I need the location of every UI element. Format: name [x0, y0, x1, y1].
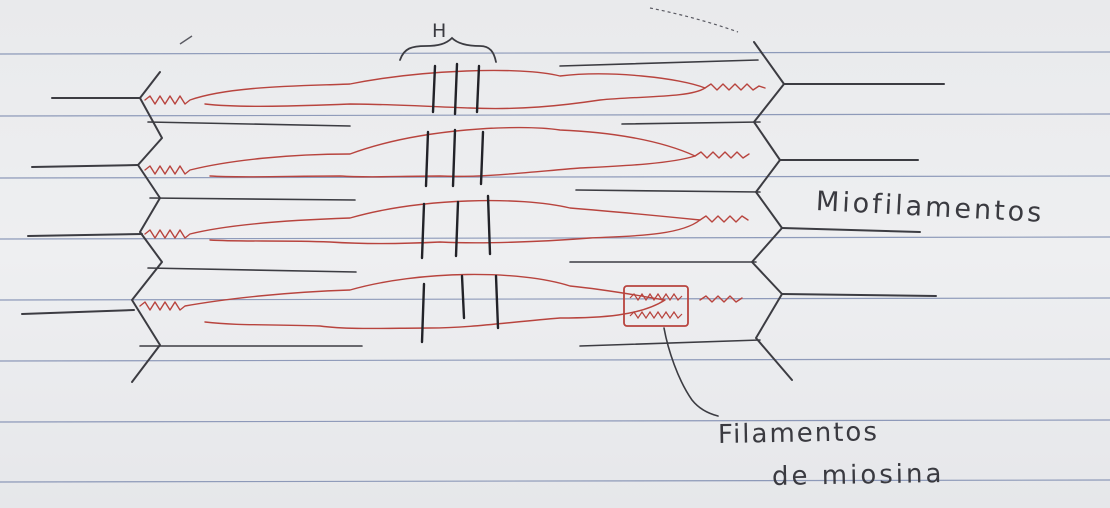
left-z-line — [21, 71, 163, 383]
filamentos-label-line1: Filamentos — [717, 417, 880, 450]
myosin-detail-box — [623, 285, 689, 327]
h-bar — [420, 282, 426, 344]
ruled-line — [0, 51, 1110, 55]
z-stub — [781, 227, 921, 233]
ruled-line — [0, 113, 1110, 117]
stray-mark — [649, 7, 739, 33]
myosin-box-zigzag — [629, 310, 683, 320]
actin-filament — [579, 339, 761, 347]
h-bar — [479, 130, 485, 186]
myosin-filaments — [139, 69, 766, 330]
ruled-line — [0, 236, 1110, 240]
actin-filament — [149, 197, 356, 201]
actin-filament — [575, 189, 761, 193]
h-bar — [454, 200, 460, 258]
h-bar — [475, 64, 481, 114]
h-bar — [486, 194, 492, 256]
actin-filament — [559, 59, 759, 67]
myosin-head — [699, 215, 749, 223]
h-bar — [431, 64, 437, 114]
actin-filament — [147, 267, 357, 273]
myosin-head — [694, 151, 750, 159]
stray-mark — [179, 35, 193, 45]
h-brace — [399, 36, 497, 63]
myosin-filament — [144, 126, 696, 178]
h-zone-label: H — [432, 20, 448, 42]
actin-filament — [147, 121, 351, 127]
ruled-line — [0, 175, 1110, 179]
ruled-line — [0, 297, 1110, 301]
right-actin-filaments — [559, 59, 761, 347]
ruled-line — [0, 358, 1110, 362]
z-line-zigzag — [751, 41, 793, 381]
myosin-head — [699, 295, 743, 303]
z-line-zigzag — [131, 71, 163, 383]
h-bar — [420, 202, 426, 260]
right-z-line — [751, 41, 945, 381]
z-stub — [31, 164, 139, 168]
h-bar — [460, 274, 466, 320]
filamentos-label-line2: de miosina — [771, 458, 945, 492]
h-bar — [494, 274, 500, 330]
h-bar — [424, 130, 430, 188]
ruled-line — [0, 479, 1110, 483]
myosin-head — [704, 83, 766, 91]
left-actin-filaments — [139, 121, 363, 347]
h-zone-bars — [420, 62, 500, 344]
h-bar — [453, 62, 459, 116]
myosin-box-zigzag — [629, 292, 683, 302]
h-bar — [451, 128, 457, 188]
myosin-filament — [144, 69, 706, 110]
z-stub — [21, 309, 135, 315]
ruled-lines — [0, 51, 1110, 483]
z-stub — [781, 293, 937, 297]
z-stub — [27, 233, 143, 237]
actin-filament — [621, 121, 761, 125]
pointer-line — [663, 327, 719, 417]
ruled-line — [0, 419, 1110, 423]
myosin-filament — [139, 273, 666, 330]
myosin-box — [623, 285, 689, 327]
